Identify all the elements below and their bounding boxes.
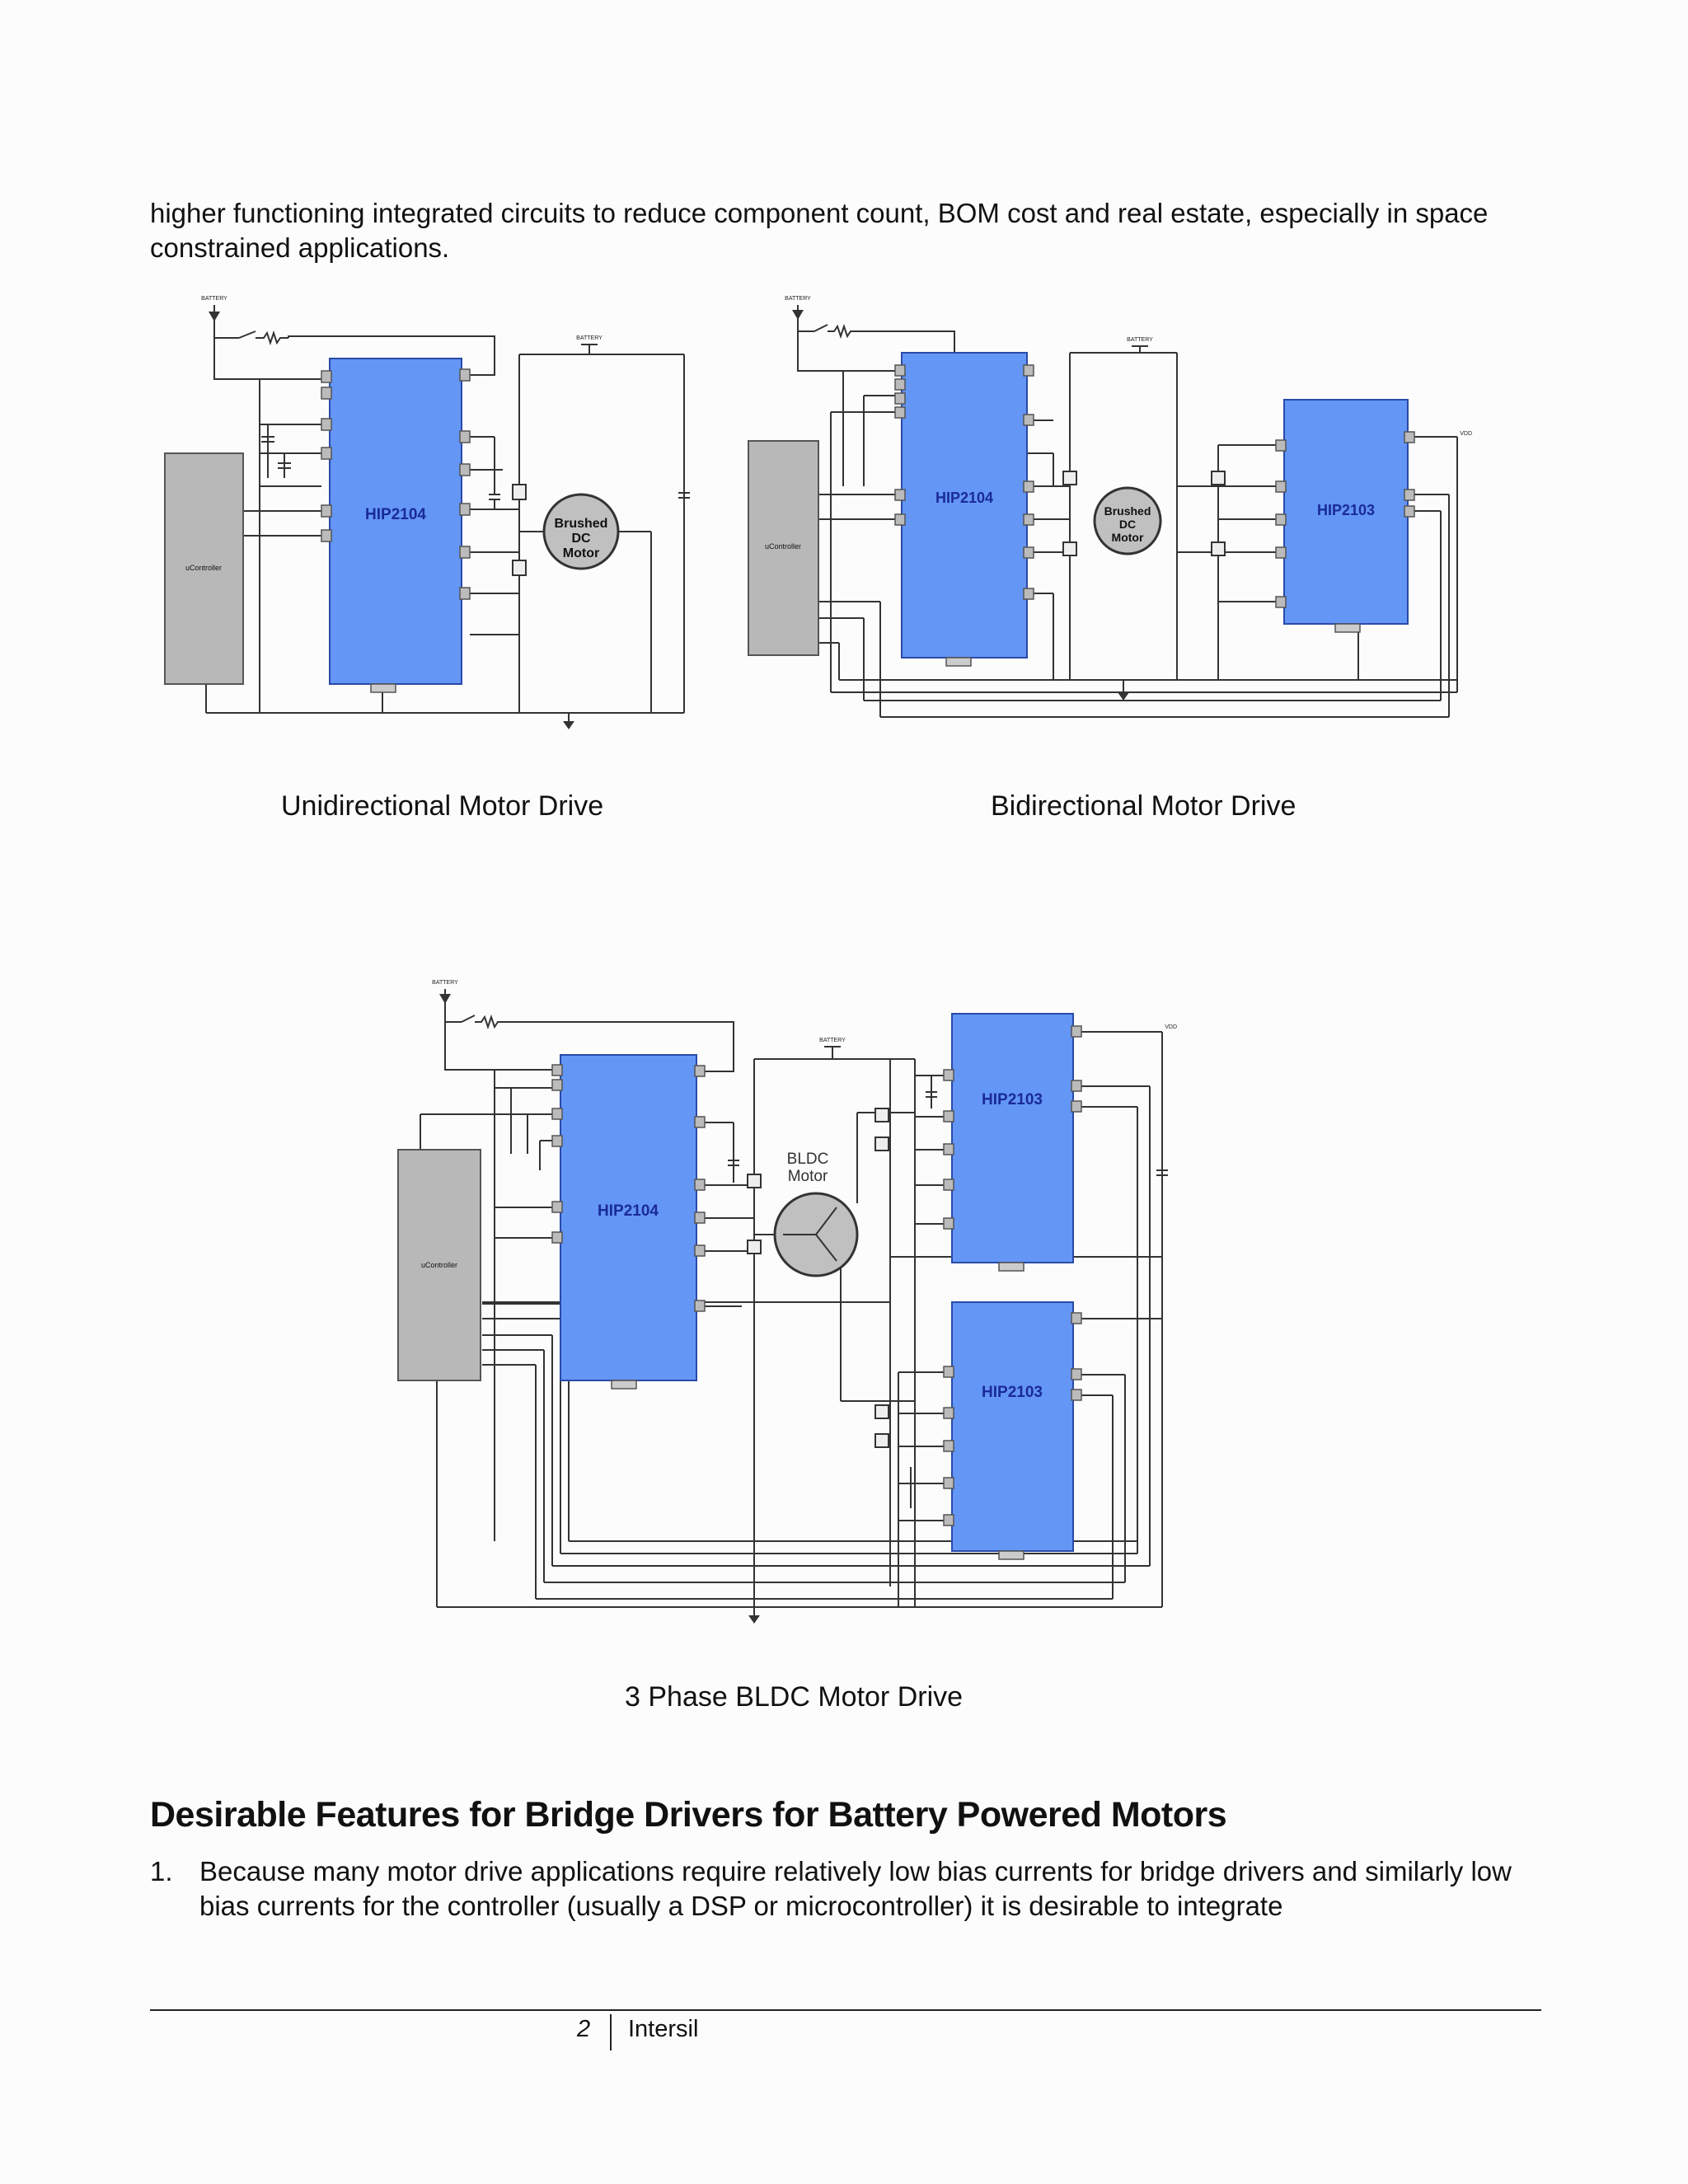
caption-bidirectional: Bidirectional Motor Drive (991, 790, 1296, 822)
epad (611, 1380, 637, 1390)
motor-label-line2: DC (571, 532, 591, 546)
microcontroller-block (397, 1149, 481, 1381)
epad-3 (998, 1550, 1025, 1560)
hip2104-chip (560, 1054, 697, 1381)
hip2104-chip (901, 352, 1028, 658)
epad (370, 683, 396, 693)
motor-label-line3: Motor (1112, 531, 1144, 544)
chip2-label: HIP2103 (1317, 502, 1375, 518)
microcontroller-block (748, 440, 819, 656)
epad (945, 657, 972, 667)
footer-brand: Intersil (628, 2016, 699, 2042)
bidirectional-schematic: uController HIP2104 HIP2103 Brushed DC M… (748, 296, 1472, 718)
battery-label-2: BATTERY (576, 335, 603, 341)
battery-label-2: BATTERY (819, 1038, 846, 1043)
motor-label-line2: Motor (788, 1168, 828, 1185)
chip2-label: HIP2103 (982, 1091, 1043, 1108)
motor-label-line1: Brushed (1104, 504, 1151, 518)
hip2103-chip (1283, 399, 1409, 625)
controller-label: uController (185, 564, 222, 572)
page-number: 2 (577, 2016, 591, 2042)
epad-2 (1334, 623, 1361, 633)
intro-paragraph: higher functioning integrated circuits t… (150, 198, 1489, 263)
controller-label: uController (421, 1261, 457, 1269)
motor-label-line2: DC (1119, 518, 1136, 531)
vdd-label: VDD (1165, 1024, 1177, 1030)
brushed-dc-motor (1093, 486, 1162, 555)
chip-label: HIP2104 (935, 490, 993, 506)
battery-label: BATTERY (432, 980, 458, 986)
battery-label-2: BATTERY (1127, 337, 1153, 343)
motor-label-line1: BLDC (787, 1151, 829, 1168)
footer-separator (610, 2014, 612, 2050)
battery-label: BATTERY (201, 296, 227, 302)
chip-label: HIP2104 (365, 506, 426, 523)
brushed-dc-motor (542, 493, 620, 570)
microcontroller-block (164, 452, 244, 685)
motor-label-line3: Motor (563, 546, 599, 560)
hip2103-chip-upper (951, 1013, 1074, 1263)
footer-rule (150, 2009, 1541, 2011)
caption-bldc: 3 Phase BLDC Motor Drive (625, 1681, 964, 1713)
list-item-text: Because many motor drive applications re… (199, 1856, 1512, 1921)
list-item-number: 1. (150, 1856, 173, 1886)
controller-label: uController (765, 542, 801, 551)
bldc-schematic: uController HIP2104 HIP2103 HIP2103 (397, 980, 1177, 1624)
battery-label: BATTERY (785, 296, 811, 302)
motor-label-line1: Brushed (555, 517, 608, 531)
hip2104-chip (329, 358, 462, 685)
section-heading: Desirable Features for Bridge Drivers fo… (150, 1795, 1227, 1835)
epad-2 (998, 1262, 1025, 1272)
caption-unidirectional: Unidirectional Motor Drive (281, 790, 604, 822)
chip-label: HIP2104 (598, 1202, 659, 1220)
hip2103-chip-lower (951, 1301, 1074, 1552)
vdd-label: VDD (1460, 431, 1472, 437)
unidirectional-schematic: uController HIP2104 Brushed DC Motor BAT… (164, 296, 690, 729)
chip3-label: HIP2103 (982, 1384, 1043, 1401)
